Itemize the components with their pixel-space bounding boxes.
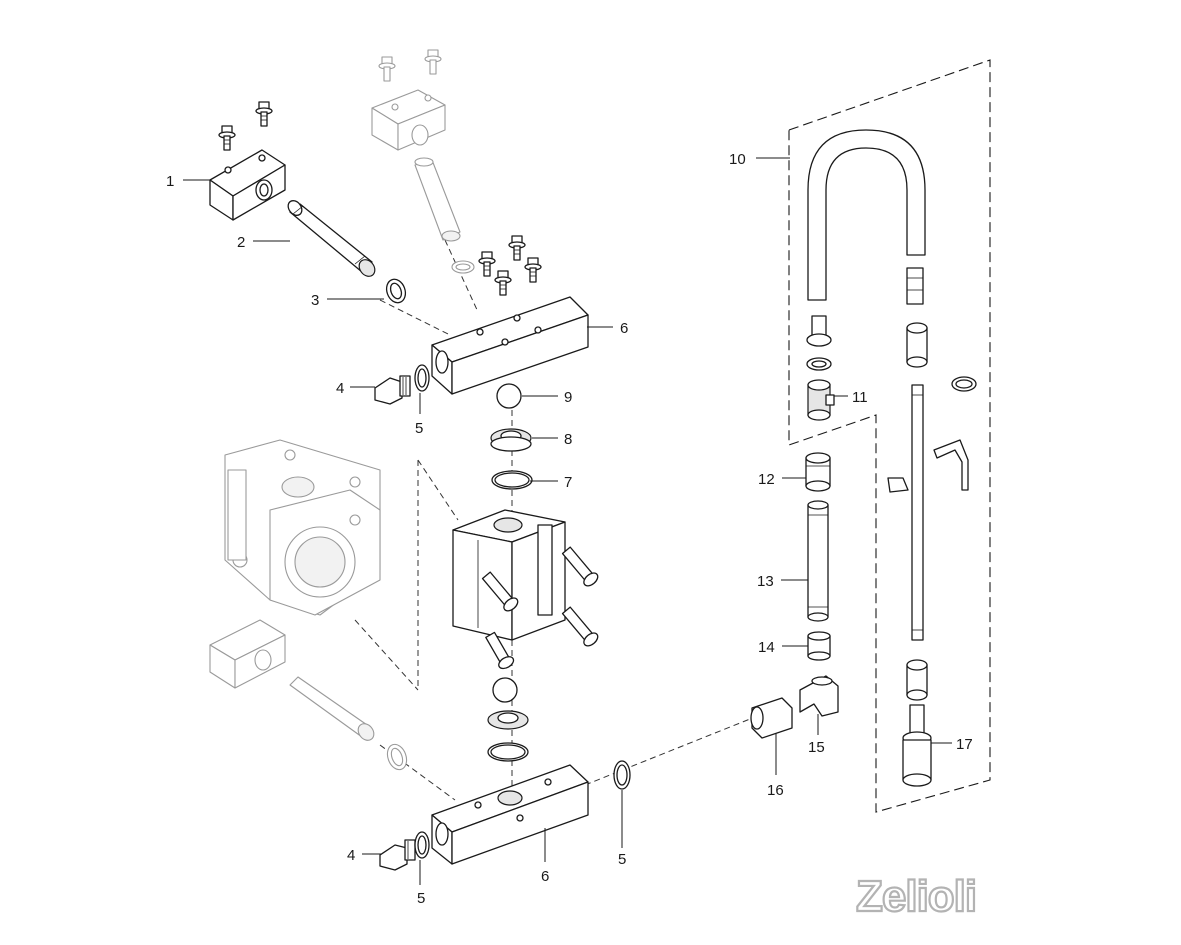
zelioli-logo: Zelioli [856, 872, 976, 921]
callout-16: 16 [767, 782, 784, 799]
part-11-hose-clamp [807, 379, 835, 421]
callout-1: 1 [166, 173, 174, 190]
part-15-elbow [799, 675, 839, 717]
valve-body [452, 509, 599, 670]
part-5-seal-top [414, 364, 430, 392]
callout-3: 3 [311, 292, 319, 309]
part-14-coupling [807, 631, 831, 661]
part-17-hose-tail [902, 704, 932, 787]
hose-clip [951, 376, 977, 392]
callout-4-top: 4 [336, 380, 344, 397]
assembly-boundary [788, 59, 991, 813]
callout-13: 13 [757, 573, 774, 590]
callout-11: 11 [852, 389, 868, 406]
part-13-pipe-nipple [807, 500, 829, 622]
part-6-manifold-bottom [431, 764, 589, 865]
callout-6-bottom: 6 [541, 868, 549, 885]
ghost-top-block [371, 49, 475, 274]
lower-valve-stack [487, 677, 529, 762]
leader-lines [183, 157, 952, 885]
bolt-cluster-top [478, 235, 542, 296]
callout-6-top: 6 [620, 320, 628, 337]
part-5-seal-side [613, 760, 631, 790]
pipe-lower-fitting [906, 659, 928, 701]
suction-pipe [887, 384, 969, 641]
callout-15: 15 [808, 739, 825, 756]
callout-14: 14 [758, 639, 775, 656]
callout-4-bottom: 4 [347, 847, 355, 864]
callout-5-side: 5 [618, 851, 626, 868]
part-10-u-hose [807, 129, 926, 301]
callout-7: 7 [564, 474, 572, 491]
callout-12: 12 [758, 471, 775, 488]
hose-fitting-right [906, 267, 928, 368]
part-4-plug-bottom [379, 839, 416, 871]
part-8-valve-seat [490, 428, 532, 452]
part-2-tube [287, 200, 376, 277]
part-16-adapter [750, 697, 793, 739]
part-1-manifold-block [209, 101, 286, 221]
part-9-ball [496, 383, 522, 409]
callouts: 1 2 3 4 5 6 9 8 7 10 11 12 13 14 15 16 1… [166, 151, 973, 907]
ghost-pump-body [224, 439, 381, 616]
callout-10: 10 [729, 151, 746, 168]
part-6-manifold-top [431, 296, 589, 395]
callout-5-top: 5 [415, 420, 423, 437]
hose-fitting-left [806, 315, 832, 371]
callout-17: 17 [956, 736, 973, 753]
callout-5-bottom: 5 [417, 890, 425, 907]
part-4-plug-top [374, 375, 411, 405]
part-3-washer [385, 278, 407, 304]
callout-9: 9 [564, 389, 572, 406]
callout-2: 2 [237, 234, 245, 251]
ghost-lower-block [209, 619, 408, 771]
part-12-hex-nipple [805, 452, 831, 492]
callout-8: 8 [564, 431, 572, 448]
part-7-o-ring [491, 470, 533, 490]
part-5-seal-bottom [414, 831, 430, 859]
